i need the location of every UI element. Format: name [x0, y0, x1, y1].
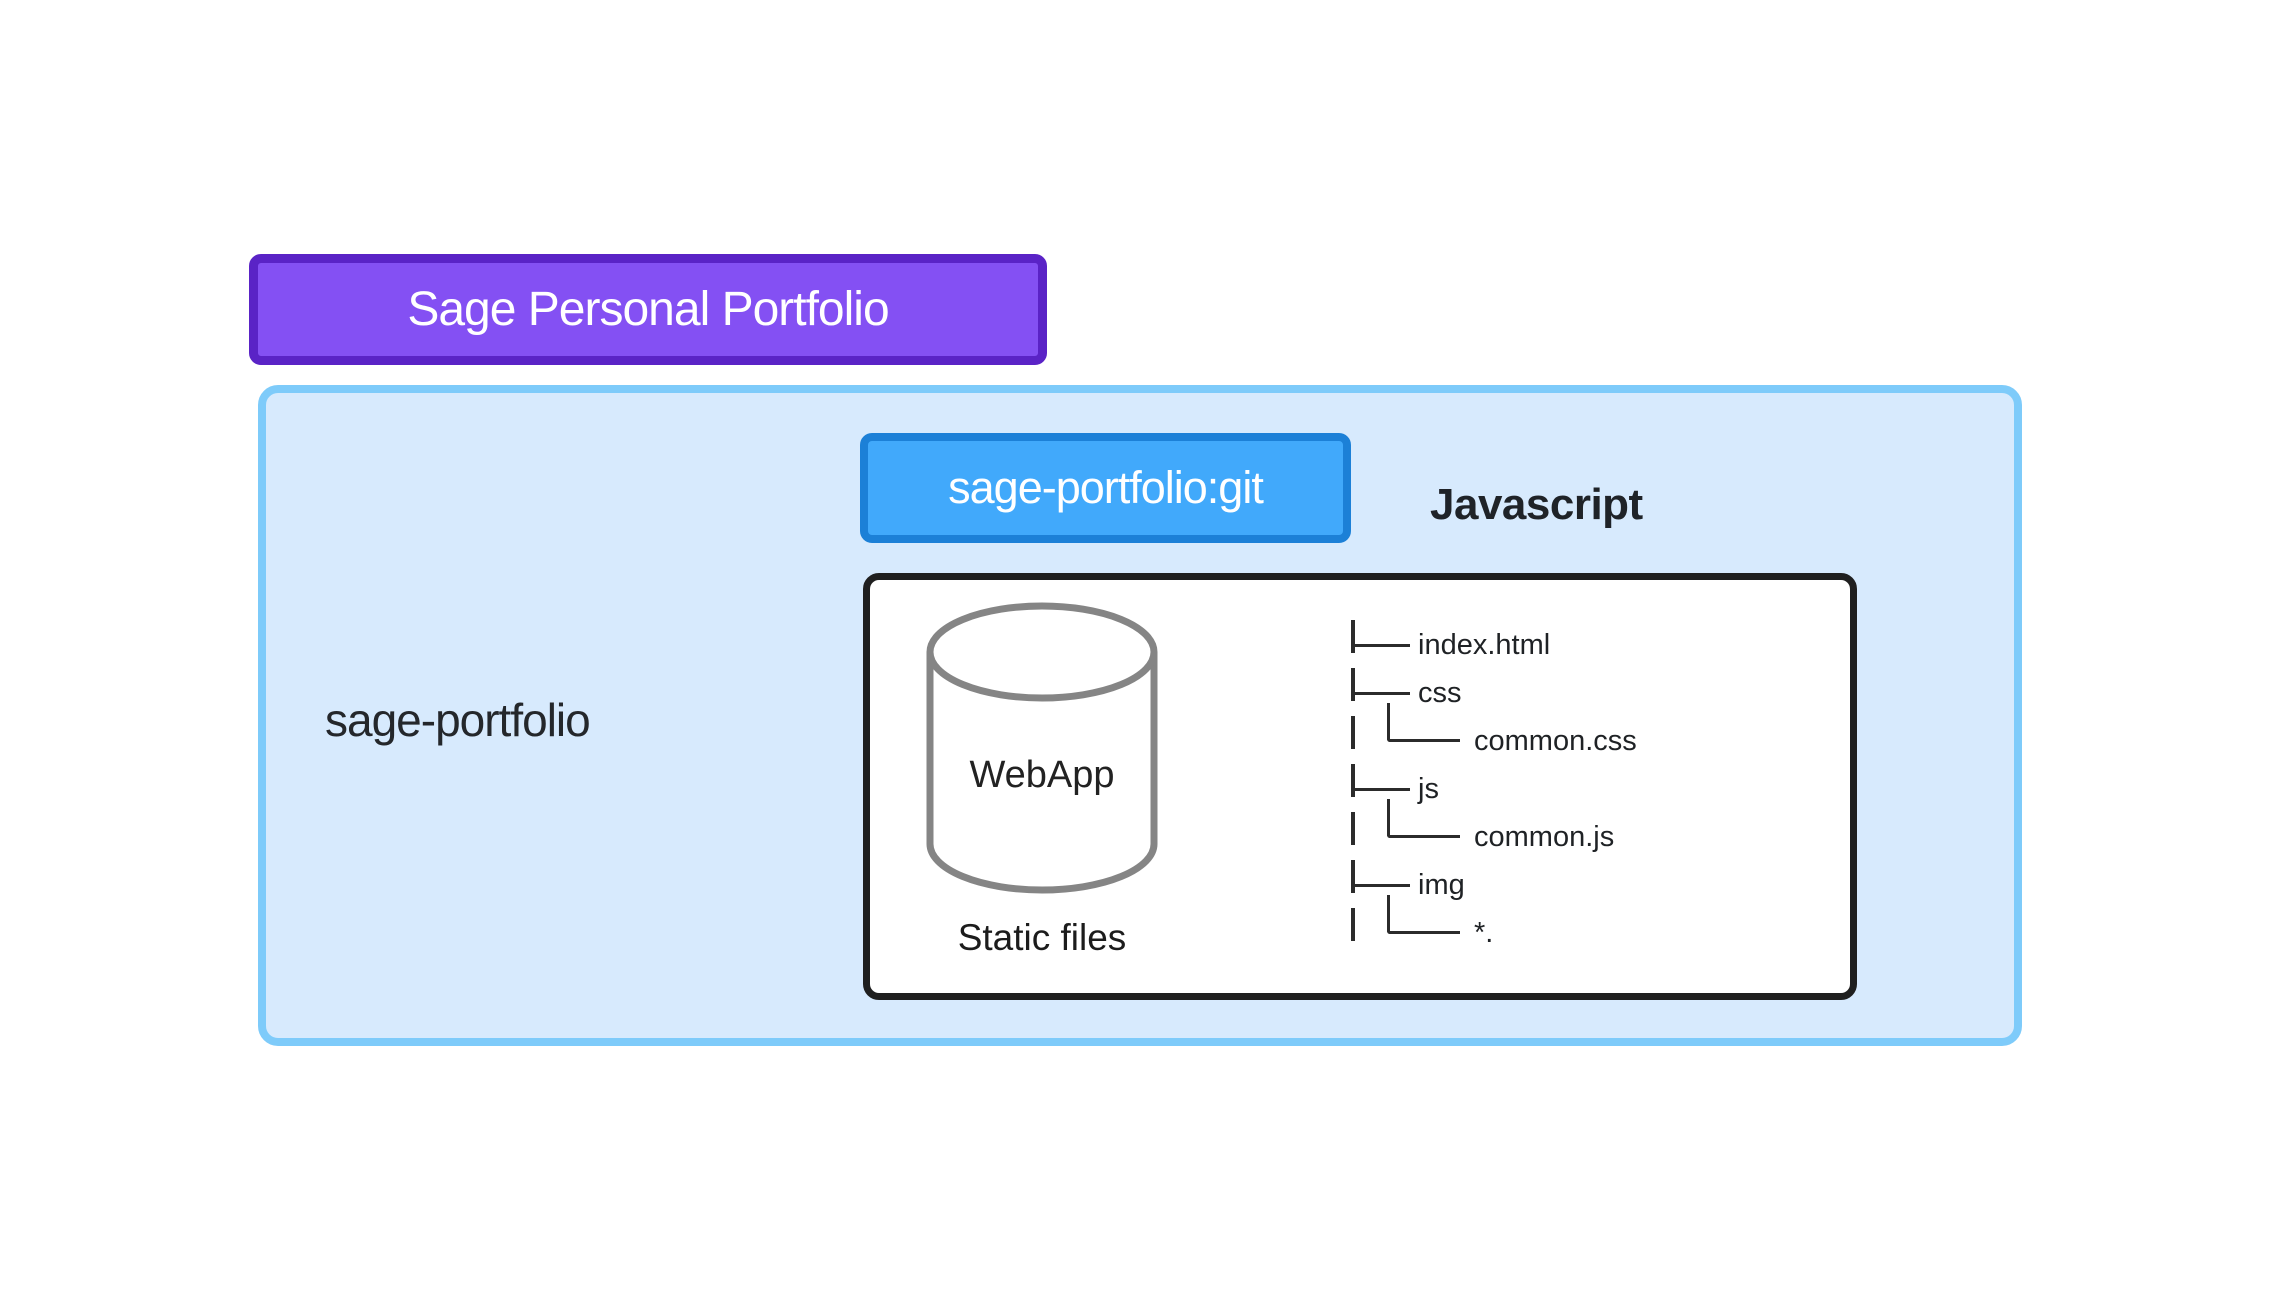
repo-label: sage-portfolio	[325, 694, 591, 746]
tree-branch-line	[1353, 643, 1410, 647]
tree-item-common-css: common.css	[1353, 703, 1637, 759]
tree-elbow-line	[1387, 895, 1460, 934]
tree-item-common-js: common.js	[1353, 799, 1614, 855]
tree-item-index-html: index.html	[1353, 627, 1550, 663]
title-label: Sage Personal Portfolio	[407, 283, 889, 336]
tree-item-wildcard: *.	[1353, 895, 1493, 951]
tree-branch-line	[1353, 883, 1410, 887]
tree-elbow-line	[1387, 799, 1460, 838]
webapp-label: WebApp	[969, 754, 1115, 796]
tree-branch-line	[1353, 691, 1410, 695]
repo-container: sage-portfolio sage-portfolio:git Javasc…	[258, 385, 2022, 1046]
language-label: Javascript	[1430, 480, 1643, 529]
tree-item-js: js	[1353, 771, 1439, 807]
database-cylinder-icon	[926, 602, 1158, 894]
git-box: sage-portfolio:git	[860, 433, 1351, 543]
tree-item-css: css	[1353, 675, 1462, 711]
title-box: Sage Personal Portfolio	[249, 254, 1047, 365]
tree-item-img: img	[1353, 867, 1465, 903]
tree-elbow-line	[1387, 703, 1460, 742]
tree-trunk-line	[1351, 620, 1355, 952]
static-files-label: Static files	[957, 917, 1127, 958]
git-label: sage-portfolio:git	[948, 462, 1264, 513]
webapp-box: WebApp Static files index.html css commo…	[863, 573, 1857, 1000]
tree-branch-line	[1353, 787, 1410, 791]
